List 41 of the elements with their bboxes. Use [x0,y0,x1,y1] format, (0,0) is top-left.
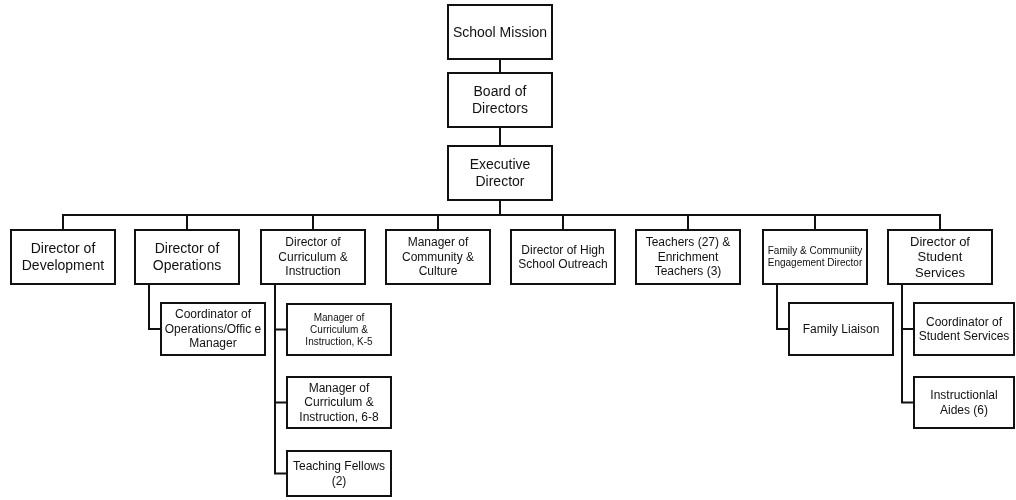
connector-line [148,284,161,330]
org-box [447,145,553,201]
connector-line [499,127,501,146]
role-title: School Mission [452,23,548,41]
role-title: Director of Development [20,240,106,274]
org-box [447,72,553,128]
role-title: Director of Curriculum & Instruction [277,235,349,279]
org-box [286,450,392,497]
org-box [447,4,553,60]
org-box [286,376,392,429]
connector-line [901,284,914,404]
org-box [10,229,116,285]
org-box [260,229,366,285]
org-box [510,229,616,285]
connector-line [274,284,287,475]
role-title: Director of High School Outreach [517,242,609,272]
role-title: Family & Communiity Engagement Director [766,245,864,269]
role-title: Director of Operations [151,240,223,274]
role-title: Board of Directors [471,83,529,117]
org-box [134,229,240,285]
role-title: Manager of Curriculum & Instruction, 6-8 [298,380,380,425]
org-box [913,376,1015,429]
org-box [286,303,392,356]
role-title: Director of Student Services [909,233,971,281]
org-box [762,229,868,285]
org-box [385,229,491,285]
role-title: Coordinator of Operations/Offic e Manager [164,307,262,351]
org-box [913,302,1015,356]
connector-line [499,59,501,73]
connector-line [776,284,789,330]
role-title: Manager of Curriculum & Instruction, K-5 [304,311,374,348]
role-title: Manager of Community & Culture [401,235,475,279]
role-title: Coordinator of Student Services [917,314,1011,344]
org-box [887,229,993,285]
role-title: Family Liaison [802,321,880,337]
role-title: Teachers (27) & Enrichment Teachers (3) [644,235,732,279]
role-title: Instructionlal Aides (6) [929,388,999,417]
role-title: Teaching Fellows (2) [291,459,386,488]
org-box [788,302,894,356]
org-box [635,229,741,285]
role-title: Executive Director [468,156,532,190]
